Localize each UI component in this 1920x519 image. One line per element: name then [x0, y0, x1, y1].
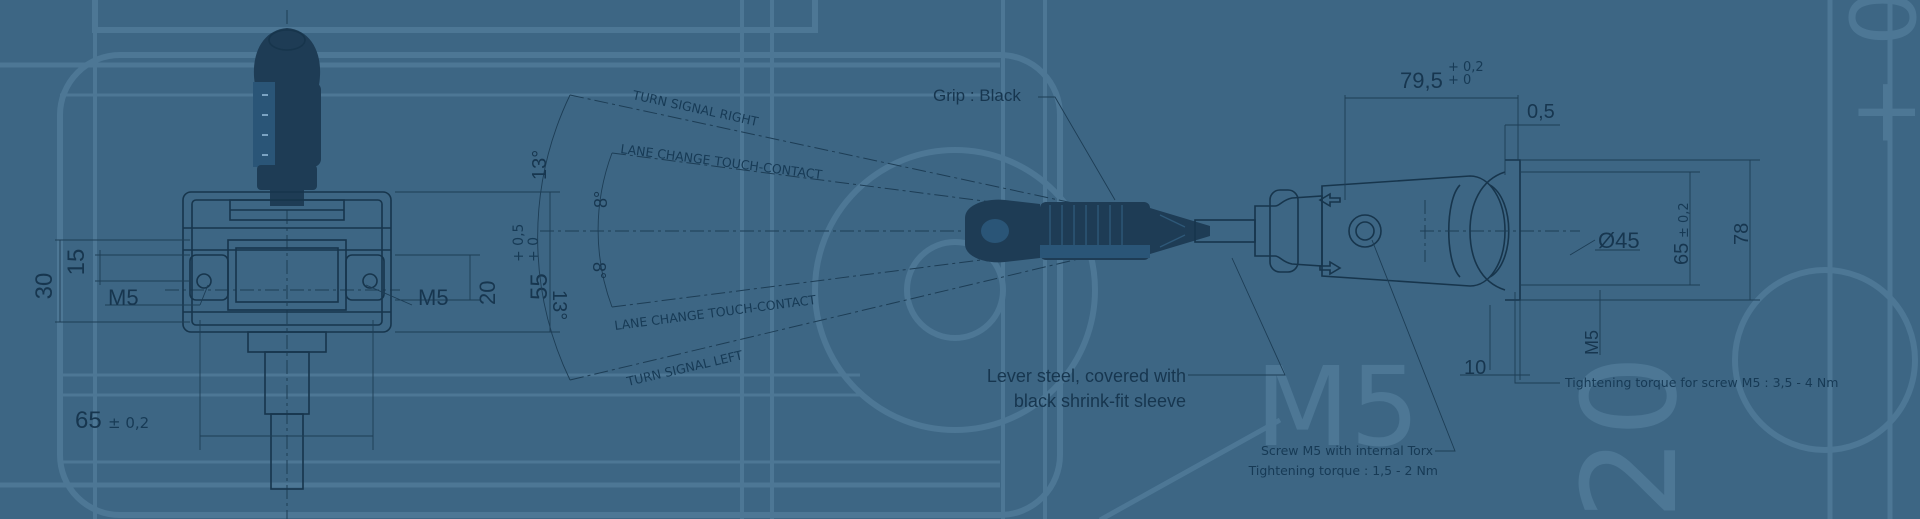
dim-20-left: 20	[475, 281, 500, 305]
dim-d45: Ø45	[1598, 228, 1640, 253]
dim-79-5-tol-minus: + 0	[1448, 73, 1471, 88]
dim-79-5: 79,5	[1400, 68, 1443, 93]
dim-65-left-tol: ± 0,2	[108, 414, 149, 432]
dim-10: 10	[1464, 357, 1486, 379]
switch-front-view	[165, 10, 400, 519]
ghost-m5-text: M5	[1255, 343, 1420, 471]
dim-30-left: 30	[31, 273, 58, 300]
callout-screw-line1: Screw M5 with internal Torx	[1261, 443, 1433, 458]
dim-79-5-tol-plus: + 0,2	[1448, 60, 1484, 75]
lever-assembly	[965, 199, 1256, 263]
callout-torque: Tightening torque for screw M5 : 3,5 - 4…	[1564, 375, 1838, 390]
dim-55-left: 55	[526, 273, 553, 300]
dim-0-5: 0,5	[1527, 101, 1555, 123]
callout-screw-line2: Tightening torque : 1,5 - 2 Nm	[1248, 463, 1438, 478]
ghost-20-text: 20	[1554, 355, 1706, 519]
label-lane-change-top: LANE CHANGE TOUCH-CONTACT	[620, 141, 824, 182]
dim-15-left: 15	[63, 249, 90, 276]
dim-65-right: 65	[1671, 243, 1693, 265]
callouts: Grip : Black Lever steel, covered with b…	[933, 86, 1838, 478]
right-dimensions: 79,5 + 0,2 + 0 0,5 Ø45 65 ± 0,2 78 M5 10	[1344, 60, 1760, 380]
label-turn-signal-left: TURN SIGNAL LEFT	[624, 347, 744, 389]
dim-55-tol-plus: + 0,5	[511, 224, 527, 262]
angle-8-top: 8°	[591, 191, 611, 208]
dim-65-left: 65	[75, 407, 102, 434]
dim-78: 78	[1731, 223, 1753, 245]
callout-lever-line2: black shrink-fit sleeve	[1014, 391, 1186, 411]
dim-65-right-tol: ± 0,2	[1677, 202, 1692, 238]
angle-13-bottom: 13°	[548, 290, 570, 320]
callout-grip: Grip : Black	[933, 86, 1021, 105]
ghost-tol-text: + 0,	[1832, 0, 1920, 150]
dim-m5-left: M5	[108, 285, 139, 310]
dim-55-tol-minus: + 0	[526, 237, 542, 262]
label-lane-change-bottom: LANE CHANGE TOUCH-CONTACT	[613, 292, 817, 333]
angle-8-bottom: 8°	[589, 262, 609, 279]
clamp-side-view	[1254, 159, 1580, 301]
callout-lever-line1: Lever steel, covered with	[987, 366, 1186, 386]
angle-13-top: 13°	[529, 150, 551, 180]
left-dimensions: 30 15 M5 M5 20 55 + 0,5 + 0 65 ± 0,2	[31, 191, 560, 450]
dim-m5-right: M5	[418, 285, 449, 310]
dim-m5-right-view: M5	[1582, 330, 1602, 355]
